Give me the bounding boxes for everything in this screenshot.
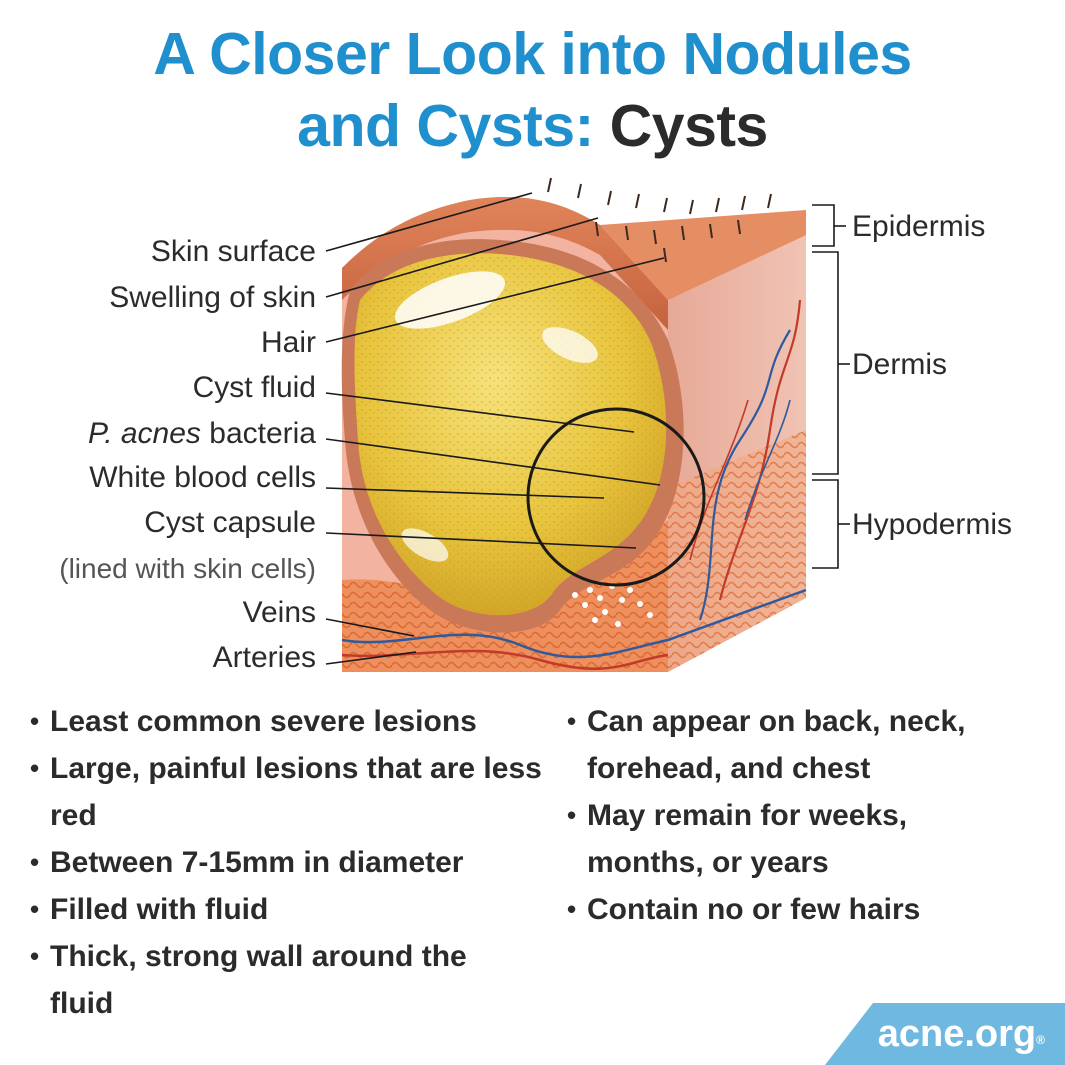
bullet-list-left: Least common severe lesions Large, painf… [28, 698, 548, 1027]
brand-logo: acne.org® [878, 1009, 1045, 1059]
label-epidermis: Epidermis [852, 210, 986, 243]
label-swelling-of-skin: Swelling of skin [109, 281, 316, 314]
label-skin-surface: Skin surface [150, 235, 316, 268]
brand-name: acne.org [877, 1013, 1037, 1055]
registered-mark: ® [1036, 1033, 1045, 1047]
bullet-item: Filled with fluid [28, 886, 548, 933]
vein-path [341, 588, 807, 659]
bullet-list-right: Can appear on back, neck, forehead, and … [565, 698, 1045, 933]
brand-banner [825, 1003, 1065, 1065]
label-p-acnes-bacteria: P. acnes bacteria [88, 417, 316, 451]
label-cyst-capsule: Cyst capsule [144, 506, 316, 539]
label-bacteria-text: bacteria [209, 417, 316, 450]
magnifier-circle [526, 407, 706, 587]
bullet-item: Between 7-15mm in diameter [28, 839, 548, 886]
label-veins: Veins [242, 596, 316, 629]
bullet-item: May remain for weeks, months, or years [565, 792, 977, 886]
label-p-acnes-italic: P. acnes [88, 417, 201, 450]
skin-top-surface [600, 210, 806, 300]
label-arteries: Arteries [212, 641, 316, 674]
bullet-item: Least common severe lesions [28, 698, 548, 745]
title-line-2: and Cysts: Cysts [297, 93, 768, 159]
hairs [547, 177, 772, 263]
white-blood-cells-cluster [572, 583, 653, 627]
page-title: A Closer Look into Nodules and Cysts: Cy… [0, 18, 1065, 162]
label-cyst-capsule-note: (lined with skin cells) [59, 553, 316, 584]
title-line-1: A Closer Look into Nodules [153, 21, 912, 87]
bullet-item: Thick, strong wall around the fluid [28, 933, 490, 1027]
bullet-item: Large, painful lesions that are less red [28, 745, 550, 839]
bullet-item: Contain no or few hairs [565, 886, 1045, 933]
layer-brackets [812, 204, 850, 569]
label-hair: Hair [260, 326, 316, 359]
leader-lines [325, 192, 665, 665]
label-white-blood-cells: White blood cells [89, 461, 316, 494]
cyst [341, 239, 684, 633]
bullet-item: Can appear on back, neck, forehead, and … [565, 698, 1037, 792]
label-dermis: Dermis [852, 348, 947, 381]
label-hypodermis: Hypodermis [852, 508, 1013, 541]
label-cyst-fluid: Cyst fluid [192, 371, 316, 404]
